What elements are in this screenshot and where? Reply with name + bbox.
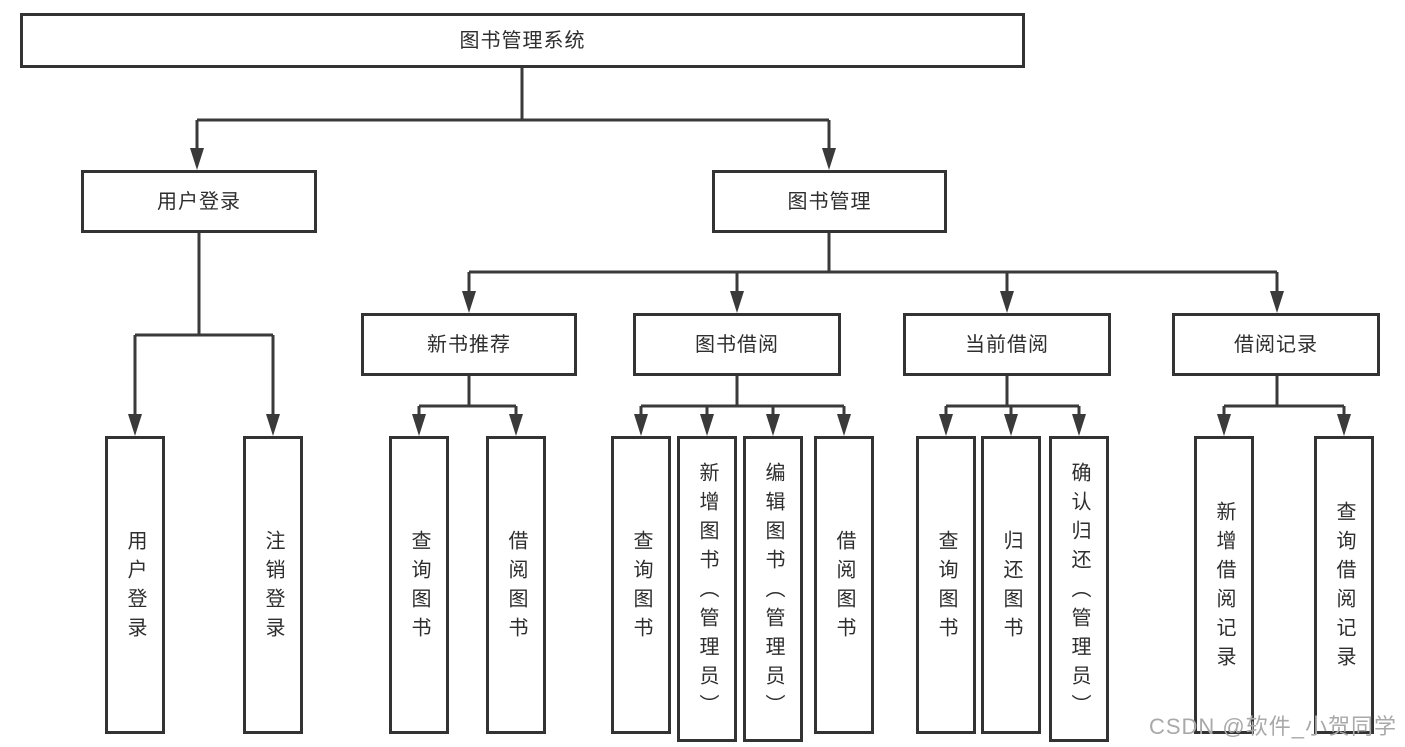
node-current-borrowing: 当前借阅 <box>903 313 1111 376</box>
node-borrow-records: 借阅记录 <box>1172 313 1380 376</box>
arrowhead <box>1072 414 1086 436</box>
node-book-management-branch: 图书管理 <box>712 170 947 233</box>
arrowhead <box>634 414 648 436</box>
leaf-query-borrow-record: 查询借阅记录 <box>1314 436 1374 734</box>
node-new-book-recommend: 新书推荐 <box>361 313 577 376</box>
leaf-borrow-books: 借阅图书 <box>486 436 546 734</box>
arrowhead <box>939 414 953 436</box>
leaf-add-borrow-record: 新增借阅记录 <box>1194 436 1254 734</box>
node-user-login-branch: 用户登录 <box>81 170 317 233</box>
arrowhead <box>766 414 780 436</box>
arrowhead <box>1217 414 1231 436</box>
arrowhead <box>822 148 836 170</box>
arrowhead <box>1004 414 1018 436</box>
arrowhead <box>128 414 142 436</box>
arrowhead <box>462 291 476 313</box>
leaf-logout: 注销登录 <box>243 436 303 734</box>
leaf-query-books: 查询图书 <box>389 436 449 734</box>
arrowhead <box>190 148 204 170</box>
arrowhead <box>412 414 426 436</box>
leaf-return-books: 归还图书 <box>981 436 1041 734</box>
arrowhead <box>730 291 744 313</box>
arrowhead <box>700 414 714 436</box>
arrowhead <box>266 414 280 436</box>
arrowhead <box>1000 291 1014 313</box>
leaf-user-login: 用户登录 <box>105 436 165 734</box>
arrowhead <box>1270 291 1284 313</box>
arrowhead <box>509 414 523 436</box>
leaf-edit-book-admin: 编辑图书（管理员） <box>743 436 803 742</box>
leaf-add-book-admin: 新增图书（管理员） <box>677 436 737 742</box>
arrowheads <box>128 148 1351 436</box>
csdn-watermark: CSDN @软件_小贺同学 <box>1148 714 1397 739</box>
leaf-query-books: 查询图书 <box>916 436 976 734</box>
arrowhead <box>837 414 851 436</box>
node-library-system: 图书管理系统 <box>20 13 1025 68</box>
leaf-borrow-books: 借阅图书 <box>814 436 874 734</box>
node-book-borrowing: 图书借阅 <box>633 313 841 376</box>
arrowhead <box>1337 414 1351 436</box>
leaf-query-books: 查询图书 <box>611 436 671 734</box>
leaf-confirm-return-admin: 确认归还（管理员） <box>1049 436 1109 742</box>
